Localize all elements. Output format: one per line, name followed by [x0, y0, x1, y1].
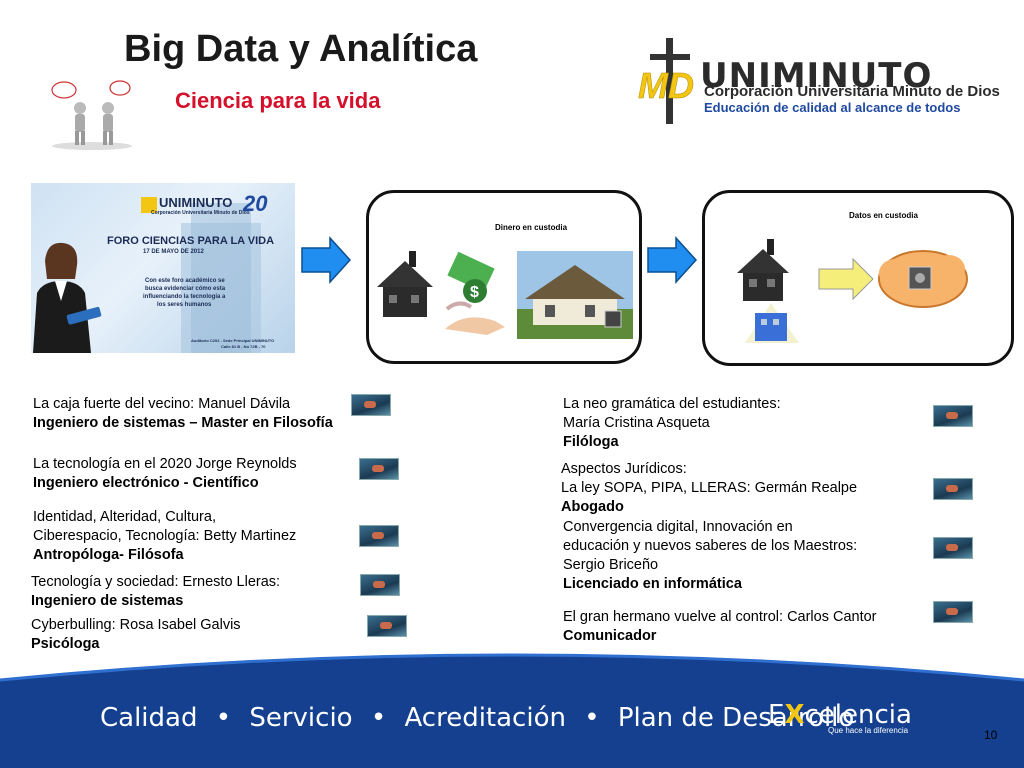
excelencia-tagline: Que hace la diferencia	[828, 726, 909, 735]
bullet-icon: •	[584, 703, 600, 733]
poster-body-line: busca evidenciar cómo esta	[145, 286, 226, 292]
arrow-right-icon	[647, 236, 698, 284]
building-icon	[745, 303, 799, 343]
logo-tagline: Educación de calidad al alcance de todos	[704, 100, 961, 115]
slide-title: Big Data y Analítica	[124, 28, 478, 70]
speaker-role: Antropóloga- Filósofa	[33, 547, 184, 563]
logo-name: UNIMINUTO	[700, 56, 933, 96]
brand-e: E	[768, 700, 785, 730]
arrow-right-icon	[301, 236, 352, 284]
footer-band	[0, 653, 1024, 768]
speaker-name: La ley SOPA, PIPA, LLERAS: Germán Realpe	[561, 480, 858, 496]
house-money-illustration: $	[377, 251, 633, 339]
page-number: 10	[984, 728, 998, 742]
talk-title: Identidad, Alteridad, Cultura,	[33, 509, 216, 525]
svg-text:$: $	[470, 284, 479, 301]
footer-values: Calidad • Servicio • Acreditación • Plan…	[100, 703, 864, 733]
poster-title: FORO CIENCIAS PARA LA VIDA	[107, 235, 275, 247]
talk-title-cont: educación y nuevos saberes de los Maestr…	[563, 538, 858, 554]
video-thumbnail[interactable]	[933, 478, 973, 500]
talk-title: El gran hermano vuelve al control: Carlo…	[563, 609, 877, 625]
cloud-icon	[878, 250, 968, 308]
poster-logo-sub: Corporación Universitaria Minuto de Dios	[151, 210, 250, 216]
talk-title: La neo gramática del estudiantes:	[563, 396, 781, 412]
forum-poster: UNIMINUTO Corporación Universitaria Minu…	[31, 183, 295, 353]
list-item: El gran hermano vuelve al control: Carlo…	[563, 608, 877, 646]
poster-body-line: los seres humanos	[157, 302, 212, 308]
speaker-name: María Cristina Asqueta	[563, 415, 710, 431]
uniminuto-logo: MD	[638, 38, 694, 124]
talk-title: Tecnología y sociedad: Ernesto Lleras:	[31, 574, 281, 590]
poster-date: 17 DE MAYO DE 2012	[143, 249, 204, 255]
poster-anniversary: 20	[243, 191, 268, 216]
house-icon	[737, 239, 789, 301]
brand-rest: celencia	[804, 700, 912, 730]
data-cloud-illustration	[737, 239, 968, 343]
list-item: Identidad, Alteridad, Cultura, Ciberespa…	[33, 508, 296, 565]
excelencia-logo: EXcelencia	[768, 700, 912, 730]
money-hands-icon: $	[445, 251, 505, 335]
list-item: Cyberbulling: Rosa Isabel Galvis Psicólo…	[31, 616, 241, 654]
logo-initials: MD	[638, 65, 694, 106]
talk-title: La caja fuerte del vecino: Manuel Dávila	[33, 396, 291, 412]
poster-body-line: Con este foro académico se	[145, 278, 225, 284]
list-item: Convergencia digital, Innovación en educ…	[563, 518, 857, 594]
video-thumbnail[interactable]	[359, 525, 399, 547]
footer-item: Acreditación	[404, 703, 566, 733]
speaker-role: Abogado	[561, 499, 624, 515]
panel-label: Dinero en custodia	[495, 223, 568, 232]
arrow-right-icon	[818, 257, 874, 301]
speaker-role: Ingeniero de sistemas – Master en Filoso…	[33, 415, 333, 431]
talk-title-cont: Ciberespacio, Tecnología: Betty Martinez	[33, 528, 297, 544]
money-custody-panel: Dinero en custodia $	[366, 190, 642, 364]
poster-body-line: influenciando la tecnología a	[143, 294, 226, 300]
video-thumbnail[interactable]	[933, 537, 973, 559]
talk-title: Cyberbulling: Rosa Isabel Galvis	[31, 617, 241, 633]
list-item: Aspectos Jurídicos: La ley SOPA, PIPA, L…	[561, 460, 857, 517]
video-thumbnail[interactable]	[933, 405, 973, 427]
list-item: La tecnología en el 2020 Jorge Reynolds …	[33, 455, 297, 493]
talk-title: Convergencia digital, Innovación en	[563, 519, 793, 535]
speaker-role: Comunicador	[563, 628, 657, 644]
video-thumbnail[interactable]	[359, 458, 399, 480]
logo-corporation: Corporación Universitaria Minuto de Dios	[704, 83, 1000, 100]
list-item: La caja fuerte del vecino: Manuel Dávila…	[33, 395, 333, 433]
poster-venue-line: Calle 81 B - No 72B - 70	[221, 344, 266, 349]
bullet-icon: •	[370, 703, 387, 733]
speaker-role: Filóloga	[563, 434, 619, 450]
footer-item: Plan de Desarrollo	[617, 703, 855, 733]
bullet-icon: •	[215, 703, 232, 733]
talk-title: La tecnología en el 2020 Jorge Reynolds	[33, 456, 297, 472]
speaker-role: Licenciado en informática	[563, 576, 742, 592]
video-thumbnail[interactable]	[933, 601, 973, 623]
house-icon	[377, 251, 433, 317]
brand-x: X	[784, 700, 805, 730]
speaker-role: Ingeniero de sistemas	[31, 593, 184, 609]
panel-label: Datos en custodia	[849, 211, 918, 220]
speaker-role: Ingeniero electrónico - Científico	[33, 475, 259, 491]
speaker-name: Sergio Briceño	[563, 557, 659, 573]
video-thumbnail[interactable]	[351, 394, 391, 416]
list-item: La neo gramática del estudiantes: María …	[563, 395, 781, 452]
video-thumbnail[interactable]	[360, 574, 400, 596]
list-item: Tecnología y sociedad: Ernesto Lleras: I…	[31, 573, 280, 611]
people-talking-icon	[51, 80, 132, 150]
poster-venue-line: Auditorio C202 - Sede Principal UNIMINUT…	[191, 338, 275, 343]
footer-item: Servicio	[249, 703, 353, 733]
data-custody-panel: Datos en custodia	[702, 190, 1014, 366]
poster-logo-name: UNIMINUTO	[159, 195, 233, 210]
cottage-photo	[517, 251, 633, 339]
video-thumbnail[interactable]	[367, 615, 407, 637]
slide-subtitle: Ciencia para la vida	[175, 88, 381, 113]
talk-title: Aspectos Jurídicos:	[561, 461, 687, 477]
speaker-role: Psicóloga	[31, 636, 100, 652]
footer-item: Calidad	[100, 703, 198, 733]
